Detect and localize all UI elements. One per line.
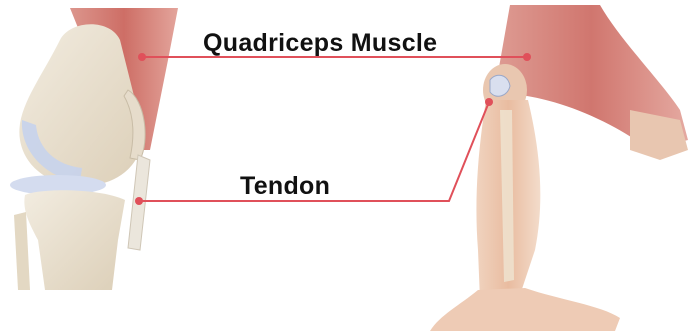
knee-closeup	[10, 8, 178, 290]
tendon-leader-dot-left	[135, 197, 143, 205]
tendon-label: Tendon	[240, 171, 330, 201]
fibula-shape	[14, 212, 30, 290]
foot-shape	[430, 288, 620, 331]
leader-lines	[135, 53, 531, 205]
quadriceps-leader-dot-left	[138, 53, 146, 61]
tendon-leader-dot-right	[485, 98, 493, 106]
quadriceps-muscle-label: Quadriceps Muscle	[203, 28, 437, 58]
leg-illustration	[430, 5, 688, 331]
tibia-shape	[24, 190, 125, 290]
quadriceps-leader-dot-right	[523, 53, 531, 61]
